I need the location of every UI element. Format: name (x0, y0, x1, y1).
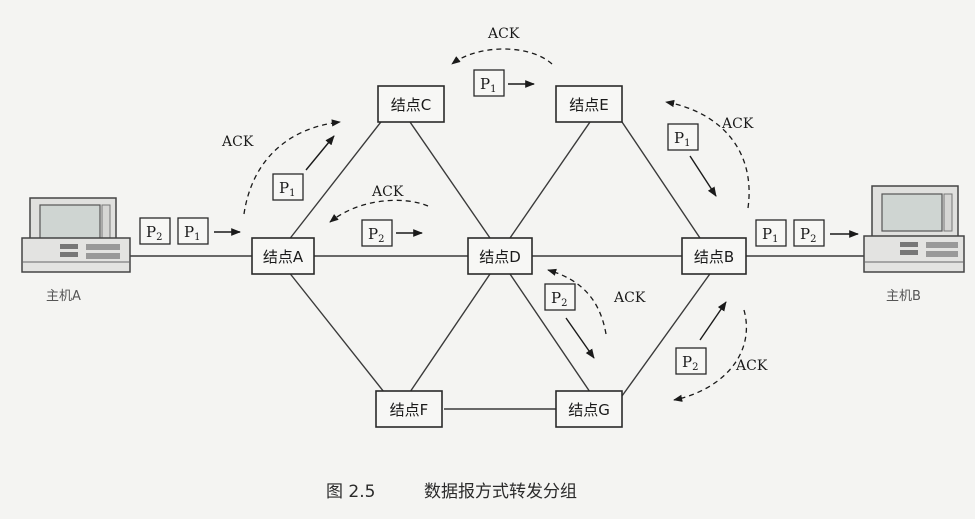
packet-subscript: 1 (289, 188, 295, 199)
packet-letter: P (800, 225, 810, 243)
packet-p1-hostA: P1 (177, 217, 209, 245)
ack-label-top: ACK (487, 26, 520, 42)
ack-label-d-g: ACK (613, 290, 646, 306)
ack-label-a-d: ACK (371, 184, 404, 200)
svg-text:P2: P2 (146, 223, 162, 243)
packet-letter: P (146, 223, 156, 241)
link-A-C (287, 117, 385, 242)
host-a-label: 主机A (46, 289, 81, 304)
packet-p2-hostB: P2 (793, 219, 825, 247)
ack-label-e-b: ACK (721, 116, 754, 132)
svg-text:P1: P1 (184, 223, 200, 243)
link-C-D (409, 121, 491, 239)
packet-letter: P (480, 75, 490, 93)
node-d: 结点D (467, 237, 533, 275)
packet-letter: P (368, 225, 378, 243)
link-A-F (287, 270, 385, 393)
packet-p2-d-g: P2 (544, 283, 576, 311)
svg-text:P1: P1 (674, 129, 690, 149)
svg-text:P1: P1 (480, 75, 496, 95)
svg-text:P2: P2 (682, 353, 698, 373)
ack-label-a-c: ACK (221, 134, 254, 150)
link-D-G (509, 273, 591, 393)
packet-subscript: 2 (810, 234, 816, 245)
ack-label-g-b: ACK (735, 358, 768, 374)
host-b-computer-icon (863, 185, 965, 273)
link-E-B (617, 115, 703, 242)
packet-p2-g-b: P2 (675, 347, 707, 375)
node-e: 结点E (555, 85, 623, 123)
figure-number: 图 2.5 (326, 482, 375, 502)
packet-p1-c-e: P1 (473, 69, 505, 97)
node-b: 结点B (681, 237, 747, 275)
ack-arc-a-c (243, 119, 341, 215)
packet-p2-hostA: P2 (139, 217, 171, 245)
packet-letter: P (762, 225, 772, 243)
node-f: 结点F (375, 390, 443, 428)
network-links (128, 115, 866, 410)
packet-subscript: 1 (772, 234, 778, 245)
node-g-label: 结点G (568, 401, 610, 419)
host-a-computer-icon (21, 197, 131, 273)
packet-p2-a-d: P2 (361, 219, 393, 247)
figure-caption: 数据报方式转发分组 (424, 482, 577, 502)
arrow-up-right-icon (699, 301, 727, 341)
packet-letter: P (184, 223, 194, 241)
host-b-label: 主机B (886, 289, 921, 304)
packet-p1-a-c: P1 (272, 173, 304, 201)
svg-text:P1: P1 (762, 225, 778, 245)
packet-subscript: 1 (490, 84, 496, 95)
node-d-label: 结点D (479, 248, 521, 266)
node-b-label: 结点B (694, 248, 734, 266)
node-a: 结点A (251, 237, 315, 275)
svg-text:P2: P2 (800, 225, 816, 245)
arrow-down-right-icon (565, 317, 595, 359)
packet-letter: P (674, 129, 684, 147)
packet-p1-e-b: P1 (667, 123, 699, 151)
svg-text:P2: P2 (368, 225, 384, 245)
packet-subscript: 2 (378, 234, 384, 245)
node-c-label: 结点C (391, 96, 431, 114)
ack-arc-a-d (329, 199, 429, 223)
svg-text:P2: P2 (551, 289, 567, 309)
node-f-label: 结点F (390, 401, 429, 419)
node-g: 结点G (555, 390, 623, 428)
arrow-up-right-icon (305, 135, 335, 171)
packet-subscript: 1 (684, 138, 690, 149)
node-c: 结点C (377, 85, 445, 123)
packet-subscript: 2 (692, 362, 698, 373)
ack-arc-top (451, 48, 553, 65)
packet-subscript: 2 (156, 232, 162, 243)
node-a-label: 结点A (263, 248, 304, 266)
arrow-down-right-icon (689, 155, 717, 197)
ack-arc-g-b (673, 309, 748, 402)
ack-arc-d-g (547, 268, 607, 335)
link-D-F (409, 273, 491, 393)
link-D-E (509, 121, 591, 239)
svg-text:P1: P1 (279, 179, 295, 199)
packet-letter: P (279, 179, 289, 197)
packet-letter: P (551, 289, 561, 307)
packet-subscript: 1 (194, 232, 200, 243)
ack-arc-e-b (665, 99, 750, 209)
packet-subscript: 2 (561, 298, 567, 309)
link-G-B (621, 270, 713, 397)
node-e-label: 结点E (569, 96, 608, 114)
packet-letter: P (682, 353, 692, 371)
packet-p1-hostB: P1 (755, 219, 787, 247)
